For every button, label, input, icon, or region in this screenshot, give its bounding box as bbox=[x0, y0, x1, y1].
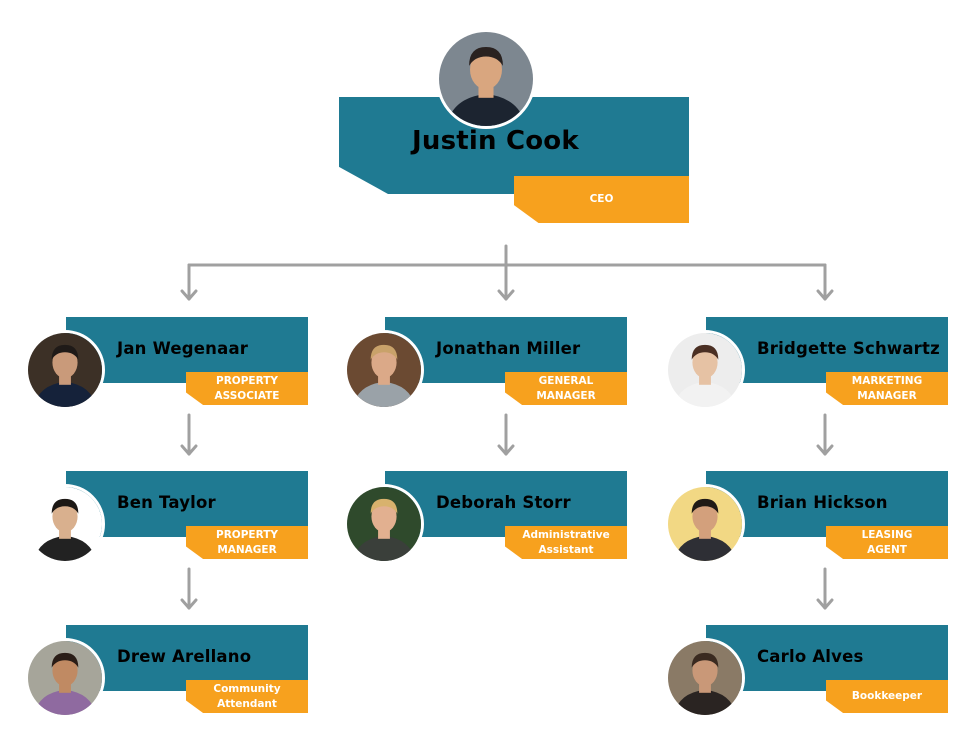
person-photo-icon bbox=[25, 484, 105, 564]
job-title-tag: Bookkeeper bbox=[826, 680, 948, 713]
job-title-tag: PROPERTY ASSOCIATE bbox=[186, 372, 308, 405]
job-title-tag: Administrative Assistant bbox=[505, 526, 627, 559]
person-photo-icon bbox=[25, 638, 105, 718]
arrow-head-icon bbox=[180, 289, 198, 301]
job-title-tag: CEO bbox=[514, 176, 689, 223]
arrow-head-icon bbox=[497, 444, 515, 456]
person-photo-icon bbox=[665, 638, 745, 718]
job-title-tag: Community Attendant bbox=[186, 680, 308, 713]
person-photo-icon bbox=[344, 330, 424, 410]
person-name: Jonathan Miller bbox=[436, 339, 581, 358]
arrow-head-icon bbox=[180, 444, 198, 456]
person-photo-icon bbox=[344, 484, 424, 564]
arrow-head-icon bbox=[816, 444, 834, 456]
person-name: Ben Taylor bbox=[117, 493, 216, 512]
person-photo-icon bbox=[665, 330, 745, 410]
arrow-head-icon bbox=[497, 289, 515, 301]
person-photo-icon bbox=[25, 330, 105, 410]
person-photo-icon bbox=[436, 29, 536, 129]
job-title-tag: PROPERTY MANAGER bbox=[186, 526, 308, 559]
arrow-head-icon bbox=[180, 598, 198, 610]
person-name: Drew Arellano bbox=[117, 647, 252, 666]
person-name: Deborah Storr bbox=[436, 493, 571, 512]
person-name: Bridgette Schwartz bbox=[757, 339, 940, 358]
person-name: Justin Cook bbox=[412, 126, 579, 156]
person-name: Jan Wegenaar bbox=[117, 339, 249, 358]
job-title-tag: GENERAL MANAGER bbox=[505, 372, 627, 405]
job-title-tag: LEASING AGENT bbox=[826, 526, 948, 559]
job-title-tag: MARKETING MANAGER bbox=[826, 372, 948, 405]
person-photo-icon bbox=[665, 484, 745, 564]
arrow-head-icon bbox=[816, 598, 834, 610]
person-name: Carlo Alves bbox=[757, 647, 864, 666]
arrow-head-icon bbox=[816, 289, 834, 301]
person-name: Brian Hickson bbox=[757, 493, 888, 512]
